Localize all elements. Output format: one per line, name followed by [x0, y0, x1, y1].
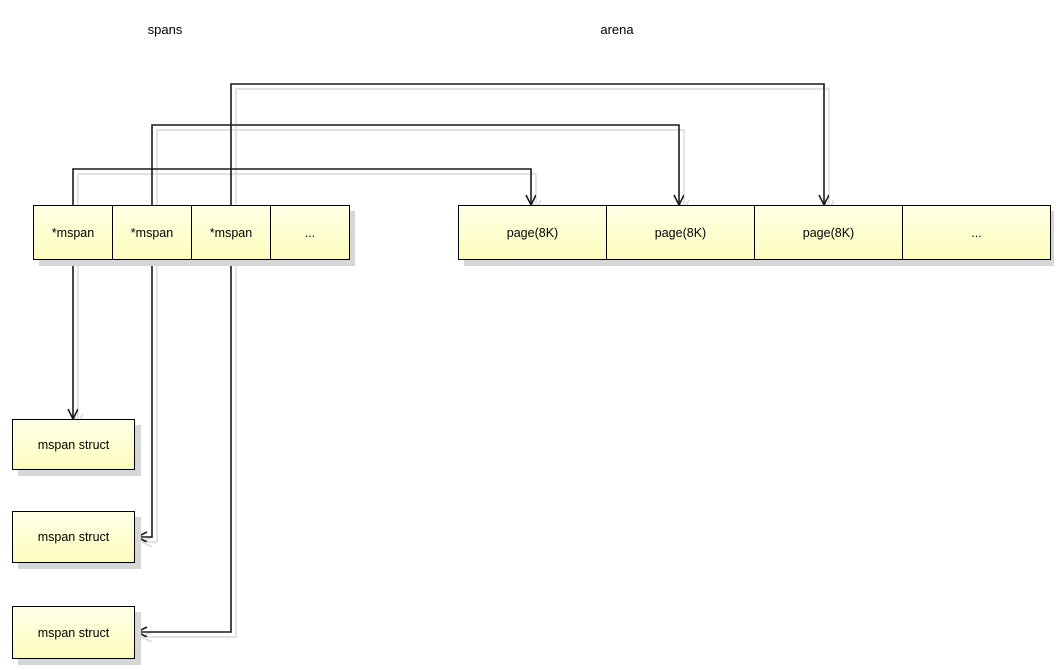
ghost-wires	[78, 88, 829, 637]
spans-cell-0-label: *mspan	[51, 225, 95, 240]
spans-row: *mspan *mspan *mspan ...	[33, 205, 350, 260]
solid-wires	[72, 83, 824, 632]
spans-cell-2-label: *mspan	[209, 225, 253, 240]
mspan-struct-2-label: mspan struct	[37, 625, 110, 640]
mspan-struct-2[interactable]: mspan struct	[12, 606, 135, 659]
spans-cell-0[interactable]: *mspan	[33, 205, 113, 260]
spans-cell-3[interactable]: ...	[270, 205, 350, 260]
arena-row: page(8K) page(8K) page(8K) ...	[458, 205, 1051, 260]
wire-span2-to-page2	[230, 83, 824, 205]
mspan-struct-0[interactable]: mspan struct	[12, 419, 135, 470]
arena-cell-1-label: page(8K)	[654, 225, 707, 240]
arena-cell-0-label: page(8K)	[506, 225, 559, 240]
mspan-struct-1[interactable]: mspan struct	[12, 511, 135, 563]
mspan-struct-1-label: mspan struct	[37, 530, 110, 544]
arena-cell-3-label: ...	[971, 225, 982, 240]
arena-caption: arena	[600, 22, 634, 37]
arena-cell-2[interactable]: page(8K)	[754, 205, 903, 260]
wire-span0-to-page0	[72, 168, 531, 205]
mspan-struct-0-label: mspan struct	[37, 437, 110, 452]
arena-cell-1[interactable]: page(8K)	[606, 205, 755, 260]
wire-span1-to-page1	[151, 124, 679, 205]
spans-cell-2[interactable]: *mspan	[191, 205, 271, 260]
spans-caption: spans	[147, 22, 183, 37]
arena-cell-2-label: page(8K)	[802, 225, 855, 240]
spans-cell-1[interactable]: *mspan	[112, 205, 192, 260]
arena-cell-3[interactable]: ...	[902, 205, 1051, 260]
arena-cell-0[interactable]: page(8K)	[458, 205, 607, 260]
spans-cell-1-label: *mspan	[130, 225, 174, 240]
spans-cell-3-label: ...	[304, 225, 316, 240]
wire-span1-to-struct1	[137, 260, 153, 537]
wire-span2-to-struct2	[137, 260, 232, 632]
